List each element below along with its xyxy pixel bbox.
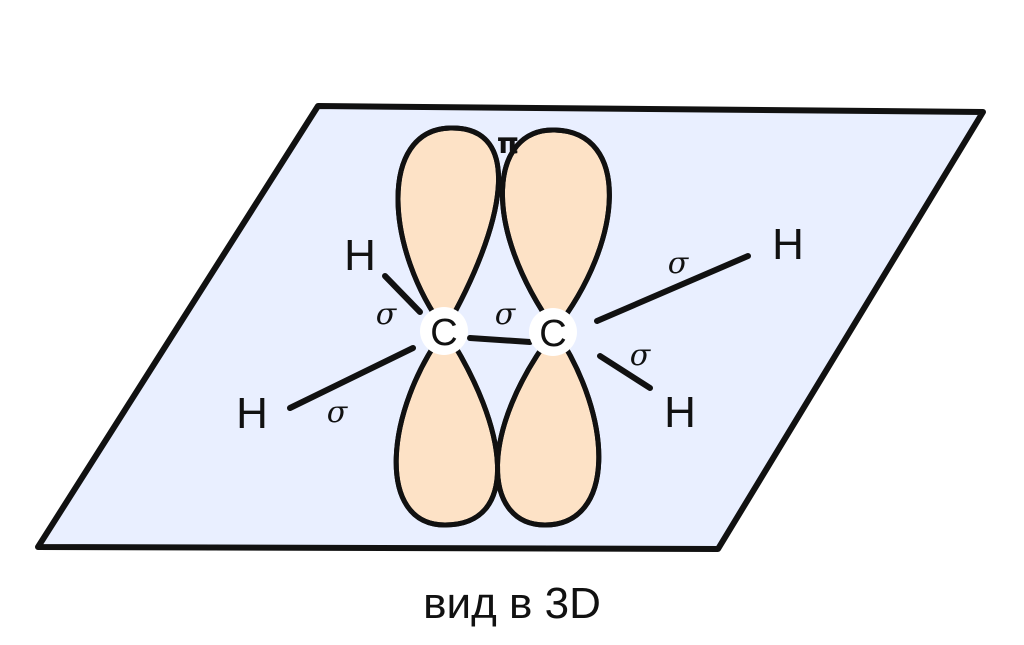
carbon-label-left: C (430, 312, 457, 354)
hydrogen-label-upper-right: H (772, 220, 804, 269)
bond-c-h-lower-left (287, 345, 416, 411)
bond-c-h-lower-right (597, 353, 653, 391)
bond-c-h-upper-left (382, 273, 423, 315)
p-orbital-left-bottom-outline (393, 327, 500, 528)
diagram-caption: вид в 3D (423, 579, 601, 628)
carbon-atom-left (420, 307, 468, 355)
bond-c-h-upper-right (594, 253, 751, 324)
hydrogen-label-upper-left: H (344, 231, 376, 280)
sigma-label-upper-right: σ (668, 246, 690, 281)
p-orbital-right-top-outline (500, 127, 612, 333)
sigma-label-lower-right: σ (630, 338, 652, 373)
pi-bond-label: π (497, 127, 519, 160)
sigma-label-lower-left: σ (327, 395, 349, 430)
sigma-label-c-c: σ (495, 297, 517, 332)
hydrogen-label-lower-left: H (236, 389, 268, 438)
sigma-label-upper-left: σ (376, 297, 398, 332)
p-orbital-right-bottom-outline (495, 327, 602, 528)
hydrogen-label-lower-right: H (664, 388, 696, 437)
bond-c-c (467, 335, 533, 345)
carbon-atom-right (529, 308, 577, 356)
p-orbital-left-top-outline (395, 125, 502, 333)
molecular-plane (35, 103, 986, 552)
carbon-label-right: C (539, 313, 566, 355)
